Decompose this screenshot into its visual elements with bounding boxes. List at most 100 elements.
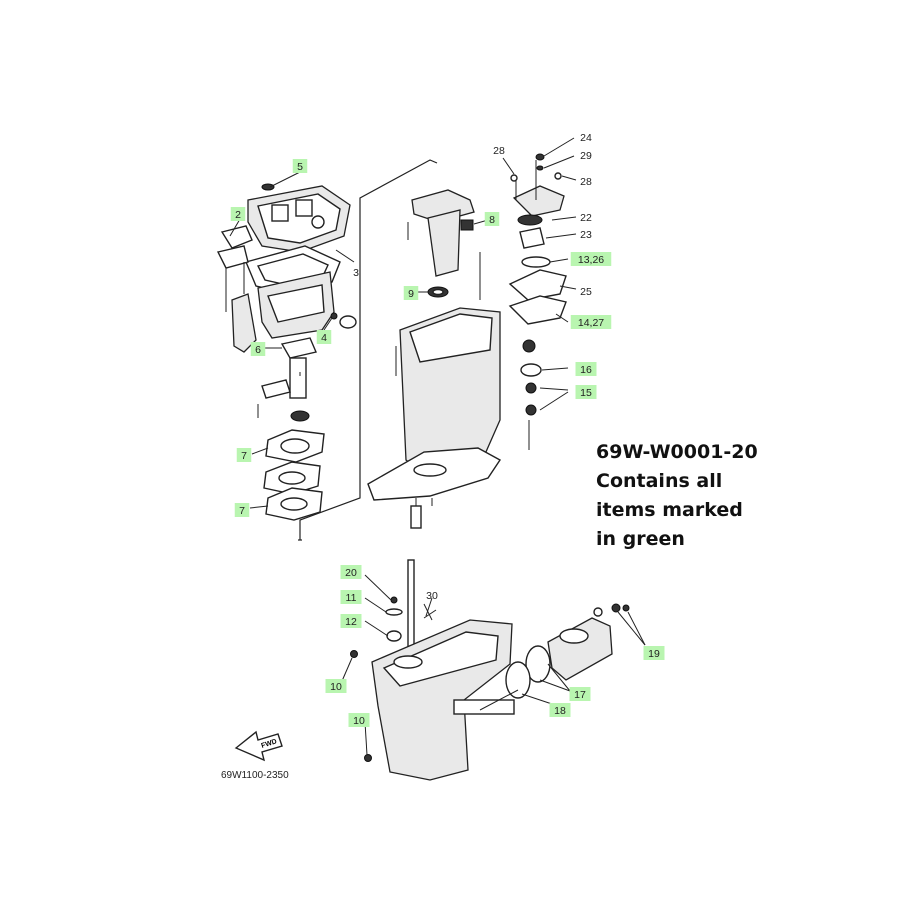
callout-text: 19 — [648, 648, 660, 660]
callout-highlight — [643, 646, 665, 660]
water-pump — [508, 153, 567, 450]
callout-text: 24 — [580, 132, 592, 144]
callout-highlight — [549, 703, 571, 717]
callout-highlight — [316, 330, 332, 344]
oil-seal — [427, 286, 449, 298]
callout-text: 30 — [426, 590, 438, 602]
callout-highlight — [230, 207, 246, 221]
callout-text: 23 — [580, 229, 592, 241]
callout-c9: 9 — [403, 286, 419, 300]
callout-c19: 19 — [643, 646, 665, 660]
callout-highlight — [325, 679, 347, 693]
callout-c4: 4 — [316, 330, 332, 344]
exhaust-guide — [257, 337, 317, 422]
callout-c7a: 7 — [236, 448, 252, 462]
shift-lever — [216, 225, 257, 353]
callout-highlight — [348, 713, 370, 727]
callout-highlight — [575, 385, 597, 399]
callout-highlight — [236, 448, 252, 462]
upper-casing — [247, 183, 351, 253]
kit-note-line-3: in green — [596, 528, 685, 550]
callout-c28b: 28 — [580, 176, 592, 188]
exhaust-manifold — [407, 189, 481, 300]
callout-c2: 2 — [230, 207, 246, 221]
callout-text: 18 — [554, 705, 566, 717]
callout-text: 28 — [580, 176, 592, 188]
callout-c28a: 28 — [493, 145, 505, 157]
leader-lines — [229, 137, 646, 756]
callout-highlight — [570, 252, 612, 266]
callout-text: 12 — [345, 616, 357, 628]
fwd-label: FWD — [260, 738, 277, 750]
callout-highlight — [484, 212, 500, 226]
kit-note-line-1: Contains all — [596, 470, 723, 492]
callout-c23: 23 — [580, 229, 592, 241]
callout-text: 25 — [580, 286, 592, 298]
callout-c12: 12 — [340, 614, 362, 628]
grouping-frame — [298, 159, 438, 541]
callout-text: 29 — [580, 150, 592, 162]
callout-highlight — [575, 362, 597, 376]
callout-c1326: 13,26 — [570, 252, 612, 266]
callout-text: 11 — [346, 592, 357, 604]
callout-text: 9 — [408, 288, 414, 300]
callout-c20: 20 — [340, 565, 362, 579]
callout-text: 10 — [330, 681, 342, 693]
callout-c22: 22 — [580, 212, 592, 224]
kit-number: 69W-W0001-20 — [596, 441, 758, 463]
callout-highlight — [570, 315, 612, 329]
callout-c10a: 10 — [325, 679, 347, 693]
callout-text: 5 — [297, 161, 303, 173]
callout-c16: 16 — [575, 362, 597, 376]
callout-c5: 5 — [292, 159, 308, 173]
callout-c10b: 10 — [348, 713, 370, 727]
callout-c7b: 7 — [234, 503, 250, 517]
callout-text: 16 — [580, 364, 592, 376]
fwd-arrow-icon: FWD — [234, 730, 283, 762]
callout-c18: 18 — [549, 703, 571, 717]
callout-c15: 15 — [575, 385, 597, 399]
oil-pan — [257, 271, 357, 339]
callout-text: 13,26 — [578, 254, 604, 266]
callout-text: 8 — [489, 214, 495, 226]
callout-text: 28 — [493, 145, 505, 157]
callout-c29: 29 — [580, 150, 592, 162]
kit-note: 69W-W0001-20 Contains all items marked i… — [596, 438, 836, 554]
callout-highlight — [403, 286, 419, 300]
drawing-code: 69W1100-2350 — [221, 770, 289, 781]
plate-gaskets — [263, 429, 325, 521]
callout-text: 14,27 — [578, 317, 604, 329]
callout-c11: 11 — [340, 590, 362, 604]
callout-text: 20 — [345, 567, 357, 579]
callout-text: 15 — [580, 387, 592, 399]
callout-highlight — [340, 590, 362, 604]
callout-c25: 25 — [580, 286, 592, 298]
callout-highlight — [569, 687, 591, 701]
callout-text: 22 — [580, 212, 592, 224]
propeller-shaft-housing — [479, 603, 630, 711]
callout-text: 3 — [353, 267, 359, 279]
callout-labels: 52346778928242928222313,262514,271615201… — [230, 132, 665, 727]
callout-highlight — [340, 565, 362, 579]
callout-c17: 17 — [569, 687, 591, 701]
callout-c1427: 14,27 — [570, 315, 612, 329]
callout-highlight — [234, 503, 250, 517]
drive-shaft-housing — [367, 307, 502, 529]
callout-text: 7 — [239, 505, 245, 517]
callout-c30: 30 — [426, 590, 438, 602]
callout-highlight — [250, 342, 266, 356]
callout-text: 4 — [321, 332, 327, 344]
callout-c24: 24 — [580, 132, 592, 144]
callout-text: 2 — [235, 209, 241, 221]
kit-note-line-2: items marked — [596, 499, 743, 521]
callout-text: 10 — [353, 715, 365, 727]
callout-highlight — [340, 614, 362, 628]
lower-unit — [350, 559, 515, 781]
callout-c3: 3 — [353, 267, 359, 279]
callout-highlight — [292, 159, 308, 173]
callout-text: 6 — [255, 344, 261, 356]
callout-c6: 6 — [250, 342, 266, 356]
callout-text: 7 — [241, 450, 247, 462]
